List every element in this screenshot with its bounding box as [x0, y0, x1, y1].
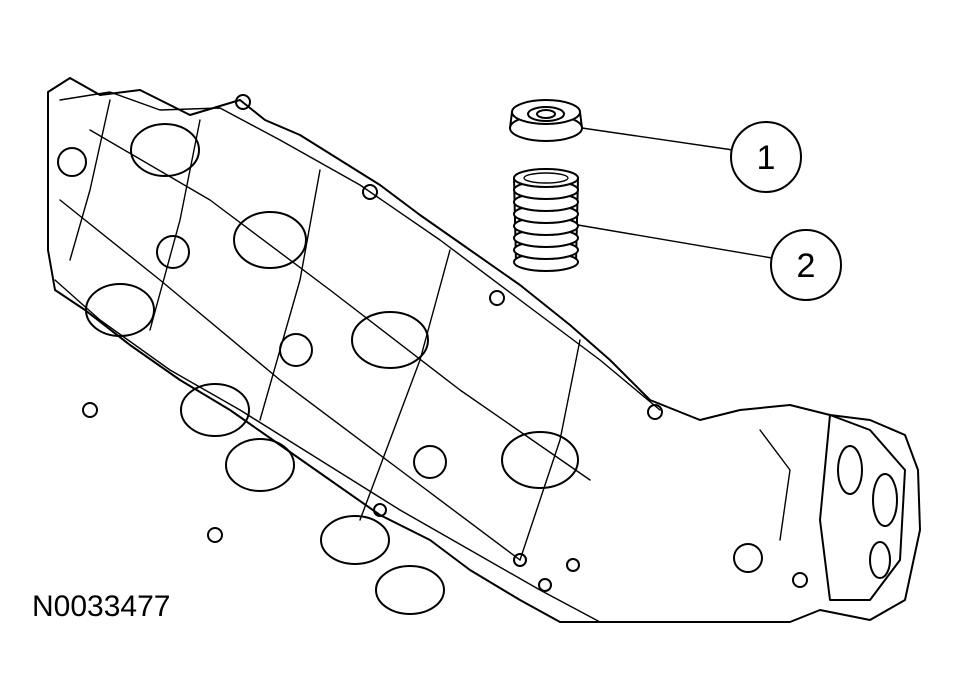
bolt-hole	[513, 553, 527, 567]
bolt-hole	[413, 445, 447, 479]
port	[320, 515, 390, 565]
web	[149, 119, 201, 331]
cylinder-head	[47, 77, 921, 623]
bolt-hole	[489, 290, 505, 306]
housing-slot	[872, 473, 898, 527]
callout-1: 1	[730, 121, 802, 193]
leader-line-2	[577, 224, 773, 259]
housing-slot	[869, 541, 891, 579]
bolt-hole	[362, 184, 378, 200]
housing-rib	[759, 429, 791, 541]
port	[180, 383, 250, 437]
bolt-hole	[538, 578, 552, 592]
callout-number: 1	[757, 139, 776, 177]
web	[259, 169, 321, 421]
retainer-inner-ring	[527, 106, 565, 122]
cross-webs	[59, 99, 591, 561]
port	[85, 283, 155, 337]
web	[69, 99, 111, 261]
port	[351, 311, 429, 369]
spring-coil-top	[513, 168, 579, 188]
spring-bore	[523, 172, 569, 184]
port-row-a	[130, 123, 579, 489]
bolt-hole	[647, 404, 663, 420]
leader-line-1	[581, 127, 734, 151]
bolt-hole	[207, 527, 223, 543]
callout-circle	[770, 229, 842, 301]
bolt-hole	[733, 543, 763, 573]
bolt-hole	[279, 333, 313, 367]
callout-circle	[730, 121, 802, 193]
port-row-b	[85, 283, 445, 615]
callout-2: 2	[770, 229, 842, 301]
port	[130, 123, 200, 177]
bolt-hole	[82, 402, 98, 418]
cylinder-head-rail-upper	[59, 91, 661, 411]
housing-outline	[819, 414, 906, 601]
retainer-top	[511, 99, 581, 125]
bolt-hole	[156, 235, 190, 269]
port	[375, 565, 445, 615]
web	[519, 339, 581, 561]
bolt-hole	[57, 147, 87, 177]
port	[233, 211, 307, 269]
bolt-hole	[792, 572, 808, 588]
web	[89, 129, 591, 481]
retainer-bore	[536, 109, 556, 119]
bolt-holes	[57, 94, 808, 592]
end-housing	[759, 414, 906, 601]
housing-slot	[837, 445, 863, 495]
valve-spring-retainer	[509, 99, 583, 142]
web	[59, 199, 521, 561]
bolt-hole	[235, 94, 251, 110]
figure-id-label: N0033477	[32, 590, 171, 623]
port	[225, 438, 295, 492]
web	[359, 249, 451, 521]
valve-spring	[513, 168, 579, 272]
callout-number: 2	[797, 247, 816, 285]
bolt-hole	[373, 503, 387, 517]
bolt-hole	[566, 558, 580, 572]
cylinder-head-rail-lower	[54, 279, 601, 623]
port	[501, 431, 579, 489]
